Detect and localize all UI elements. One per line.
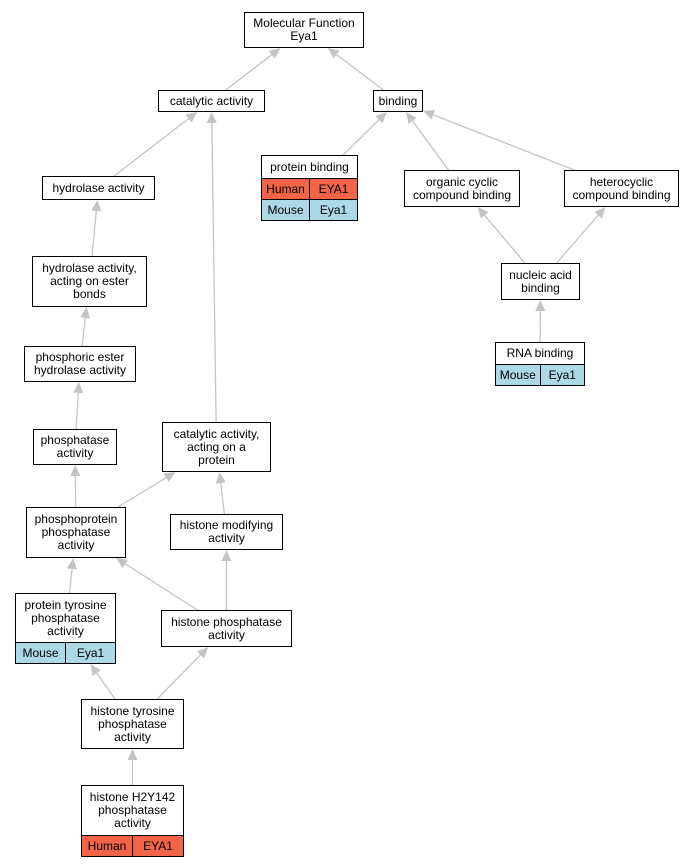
edge-arrowhead [477,207,489,219]
edge-line [342,119,380,156]
node-protein-tyrosine-phosphatase-activity[interactable]: protein tyrosine phosphatase activity Mo… [15,593,116,664]
edge-arrowhead [67,558,77,570]
edge-line [211,122,217,423]
node-label: nucleic acid binding [509,267,572,295]
node-catalytic-activity-on-protein[interactable]: catalytic activity, acting on a protein [162,422,271,472]
node-hydrolase-activity[interactable]: hydrolase activity [42,176,155,200]
species-cell: Mouse [16,643,66,663]
annotation-row-human: Human EYA1 [262,178,357,199]
node-label: RNA binding [506,346,574,360]
edge-line [336,54,384,91]
edge-arrowhead [268,48,281,59]
species-cell: Human [262,179,310,199]
edge-arrowhead [163,472,176,482]
edge-arrowhead [375,112,387,124]
node-label: histone phosphatase activity [171,614,282,642]
annotation-row-mouse: Mouse Eya1 [262,199,357,220]
node-label: histone tyrosine phosphatase activity [90,703,175,744]
edge-line [91,210,97,257]
edge-arrowhead [90,664,101,676]
node-label: phosphoprotein phosphatase activity [34,512,118,552]
gene-cell: Eya1 [548,368,576,382]
edge-arrowhead [127,749,138,760]
edge-arrowhead [406,112,417,124]
node-label: Molecular Function Eya1 [253,16,355,43]
node-heterocyclic-compound-binding[interactable]: heterocyclic compound binding [564,170,679,207]
node-label: phosphoric ester hydrolase activity [33,350,127,377]
node-label: histone modifying activity [179,518,274,545]
node-nucleic-acid-binding[interactable]: nucleic acid binding [501,263,580,300]
edge-arrowhead [594,207,606,219]
node-label: organic cyclic compound binding [412,174,512,202]
edge-arrowhead [115,558,128,569]
edge-arrowhead [91,200,102,212]
edge-arrowhead [206,112,217,124]
annotation-row-mouse: Mouse Eya1 [496,364,584,385]
species-cell: Mouse [262,200,310,220]
node-phosphatase-activity[interactable]: phosphatase activity [33,429,117,465]
gene-cell: EYA1 [143,839,173,853]
node-label: catalytic activity [169,93,254,108]
annotation-row-human: Human EYA1 [82,835,183,856]
edge-line [81,317,86,347]
node-label: hydrolase activity, acting on ester bond… [42,261,137,301]
node-histone-h2y142-phosphatase-activity[interactable]: histone H2Y142 phosphatase activity Huma… [81,785,184,857]
gene-cell: Eya1 [319,203,348,217]
edge-line [412,120,449,171]
node-label: heterocyclic compound binding [572,174,671,202]
node-binding[interactable]: binding [373,90,423,112]
node-rna-binding[interactable]: RNA binding Mouse Eya1 [495,342,585,386]
edge-arrowhead [215,472,226,484]
edge-arrowhead [70,465,81,477]
node-label: protein tyrosine phosphatase activity [24,597,107,638]
node-label: phosphatase activity [40,433,110,460]
edge-arrowhead [197,647,209,659]
node-protein-binding[interactable]: protein binding Human EYA1 Mouse Eya1 [261,155,358,221]
edge-line [68,568,73,594]
edge-line [433,114,575,171]
edge-arrowhead [327,48,340,59]
edge-line [156,654,202,700]
edge-arrowhead [423,110,436,120]
species-cell: Human [82,836,133,856]
annotation-row-mouse: Mouse Eya1 [16,642,115,663]
node-catalytic-activity[interactable]: catalytic activity [158,90,265,112]
edge-arrowhead [73,382,84,394]
edge-line [96,672,116,700]
node-label: protein binding [270,159,349,174]
node-label: hydrolase activity [52,180,145,195]
node-label: histone H2Y142 phosphatase activity [89,790,176,830]
edge-line [225,54,273,91]
edge-line [117,477,167,508]
edge-line [75,392,79,430]
edge-arrowhead [80,307,91,319]
node-histone-phosphatase-activity[interactable]: histone phosphatase activity [161,610,292,647]
gene-cell: EYA1 [318,182,349,196]
node-hydrolase-activity-ester-bonds[interactable]: hydrolase activity, acting on ester bond… [32,256,147,307]
edge-arrowhead [221,550,232,561]
node-organic-cyclic-compound-binding[interactable]: organic cyclic compound binding [404,170,520,207]
gene-cell: Eya1 [76,646,105,660]
node-histone-modifying-activity[interactable]: histone modifying activity [170,514,283,550]
edge-line [484,214,526,264]
species-cell: Mouse [496,365,541,385]
node-molecular-function[interactable]: Molecular Function Eya1 [244,12,364,48]
edge-line [220,482,226,515]
node-phosphoprotein-phosphatase-activity[interactable]: phosphoprotein phosphatase activity [26,507,126,558]
node-label: catalytic activity, acting on a protein [173,426,260,467]
node-label: binding [378,93,418,108]
edge-line [113,118,189,177]
edge-line [556,214,599,264]
edge-line [124,563,198,611]
edge-arrowhead [185,112,198,123]
edge-arrowhead [535,300,546,312]
node-phosphoric-ester-hydrolase-activity[interactable]: phosphoric ester hydrolase activity [24,346,136,382]
node-histone-tyrosine-phosphatase-activity[interactable]: histone tyrosine phosphatase activity [81,699,184,749]
